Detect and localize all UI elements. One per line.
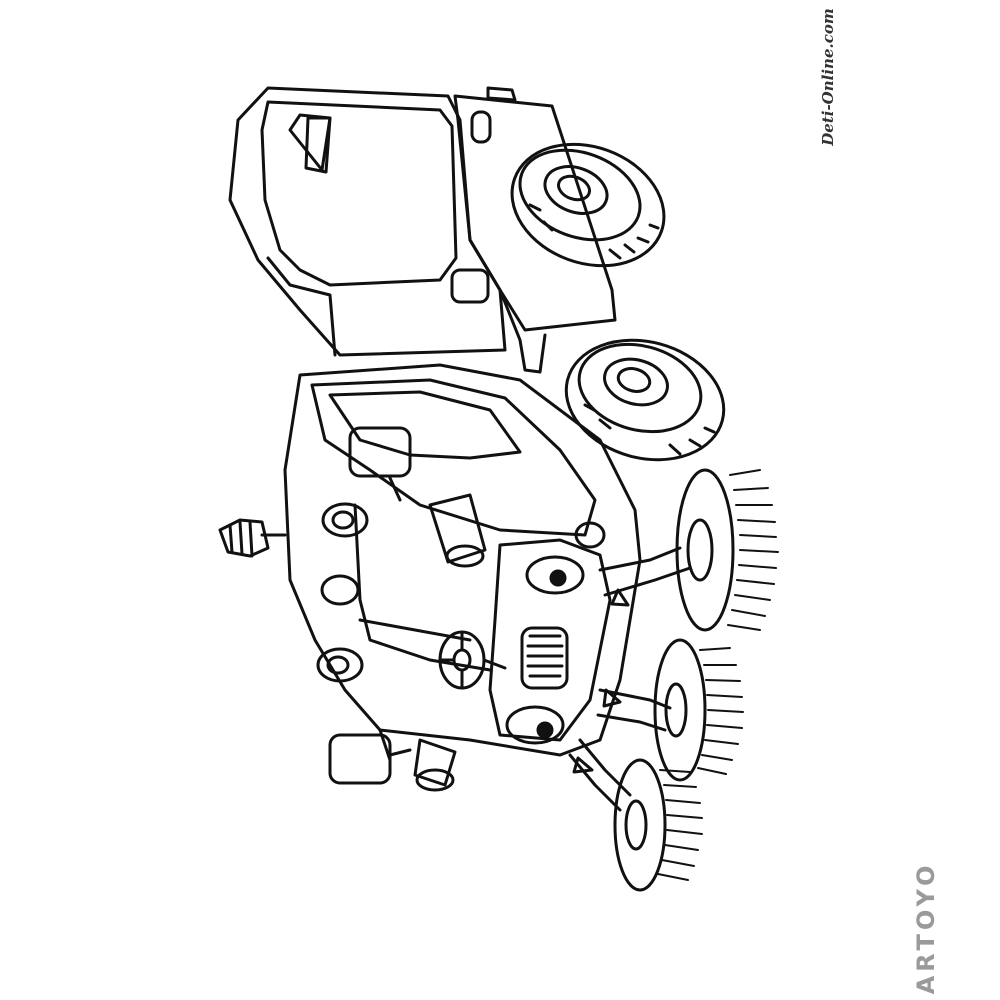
exhaust-pipe-lower bbox=[413, 738, 457, 792]
mirror-upper bbox=[348, 426, 412, 502]
cab-body bbox=[283, 363, 642, 762]
mirror-lower bbox=[328, 733, 412, 785]
brand-watermark: ARTOYO bbox=[904, 862, 948, 995]
rear-wheel-upper bbox=[510, 142, 666, 268]
exhaust-pipe-upper bbox=[428, 493, 487, 568]
site-watermark-text: Deti-Online.com bbox=[819, 7, 837, 146]
site-watermark: Deti-Online.com bbox=[808, 8, 848, 145]
side-lamps bbox=[316, 502, 369, 683]
roof-light bbox=[218, 518, 287, 558]
face bbox=[488, 521, 612, 745]
tank-body bbox=[228, 86, 507, 357]
brush-upper bbox=[675, 468, 779, 632]
steering-wheel bbox=[438, 630, 507, 690]
brush-lower bbox=[613, 758, 703, 892]
brush-middle bbox=[653, 638, 744, 782]
rear-wheel-lower bbox=[564, 338, 726, 462]
brand-watermark-text: ARTOYO bbox=[912, 861, 940, 995]
rear-hood bbox=[453, 86, 617, 374]
